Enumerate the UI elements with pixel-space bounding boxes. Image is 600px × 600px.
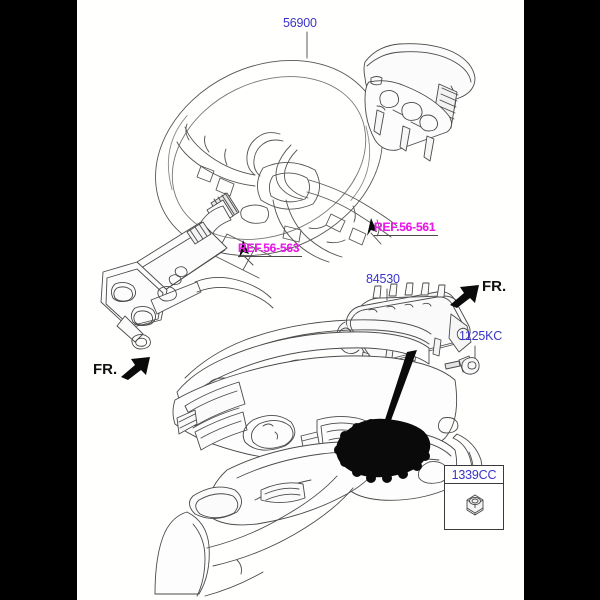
ref-56563-underline <box>238 256 302 257</box>
part-number-1125KC: 1125KC <box>459 329 503 343</box>
front-marker-left-label: FR. <box>93 361 118 378</box>
ref-56561-block: REF.56-561 <box>374 221 438 236</box>
deployment-pointer-arrow <box>379 350 417 442</box>
left-letterbox <box>0 0 77 600</box>
ref-56561-label: REF.56-561 <box>374 220 436 234</box>
steering-column-assembly <box>100 192 274 350</box>
part-box-1339CC-body <box>445 484 503 530</box>
part-number-1339CC: 1339CC <box>451 467 497 482</box>
part-box-1339CC: 1339CC <box>444 465 504 530</box>
ref-56561-underline <box>374 235 438 236</box>
front-arrow-right-icon <box>450 285 479 308</box>
driver-airbag-module <box>363 43 476 162</box>
part-number-56900: 56900 <box>283 16 317 30</box>
diagram-linework <box>100 31 483 597</box>
right-letterbox <box>524 0 600 600</box>
part-box-1339CC-header: 1339CC <box>445 466 503 484</box>
ref-56563-block: REF.56-563 <box>238 242 302 257</box>
diagram-canvas: 56900 84530 1125KC REF.56-563 REF.56-561… <box>77 0 524 600</box>
front-arrow-left-icon <box>121 357 150 380</box>
mounting-bolt-illustration <box>444 355 480 375</box>
ref-56563-arrow <box>239 240 249 258</box>
instrument-panel-dashboard <box>154 319 483 597</box>
ref-56561-leader <box>370 232 382 245</box>
part-number-84530: 84530 <box>366 272 400 286</box>
ref-56563-label: REF.56-563 <box>238 241 300 255</box>
ref-56561-arrow <box>367 218 377 236</box>
front-marker-right-label: FR. <box>482 278 507 295</box>
mounting-nut-icon <box>466 494 484 516</box>
